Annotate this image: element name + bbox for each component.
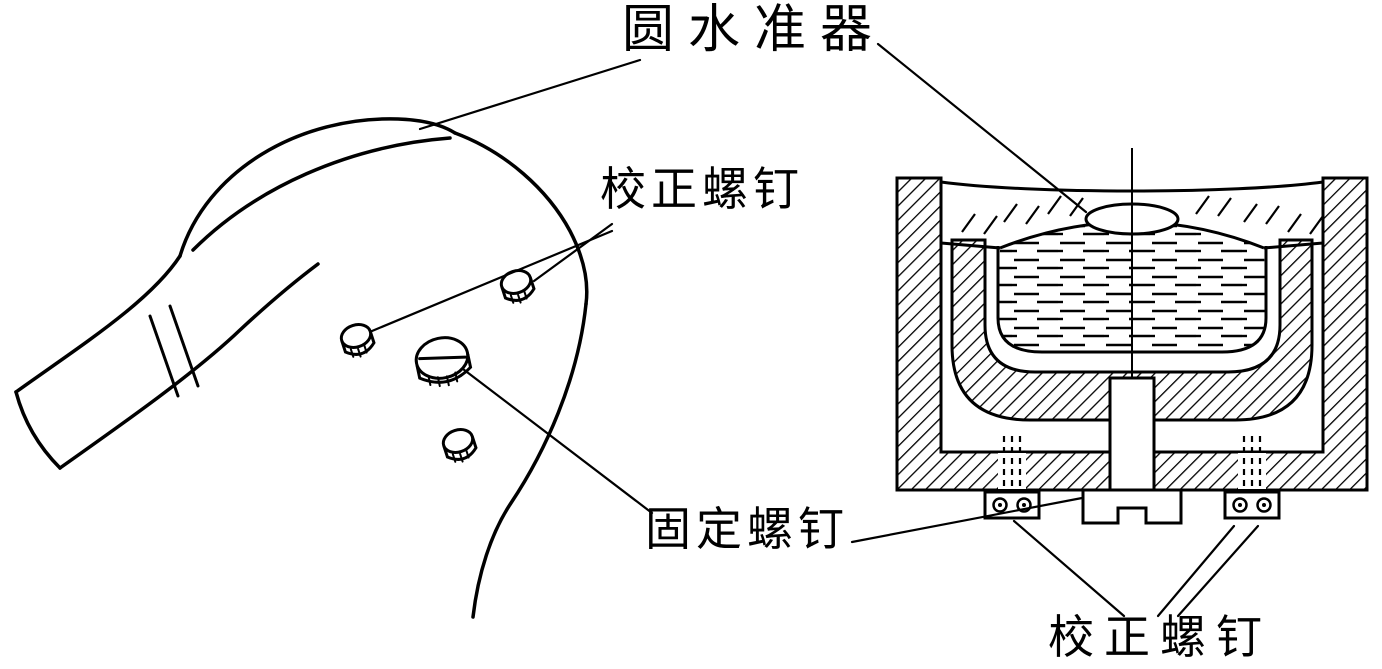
- leader-lines: [370, 42, 1260, 618]
- leader-bottom-to-left-screw: [1012, 519, 1126, 618]
- fixing-screw-section: [1081, 376, 1183, 525]
- strap-upper-edge: [14, 254, 182, 394]
- glass-marks: [961, 195, 1324, 235]
- adjust-screw-left-section: [983, 436, 1041, 520]
- dome-rim-inner: [191, 136, 452, 252]
- label-fixing-screw: 固定螺钉: [645, 502, 849, 556]
- adjust-screw-a: [499, 269, 536, 304]
- leader-adjust-to-screw-b: [370, 229, 614, 333]
- fixing-screw-head: [1081, 488, 1183, 525]
- label-circular-level: 圆水准器: [622, 0, 887, 60]
- fixing-screw-perspective: [414, 336, 473, 388]
- leader-fixing-to-section: [850, 496, 1084, 544]
- dome-top-edge: [178, 117, 457, 258]
- leader-bottom-to-right-screw-2: [1176, 524, 1260, 618]
- label-adjust-screw-top: 校正螺钉: [600, 162, 804, 216]
- leader-title-to-perspective: [418, 58, 642, 131]
- label-adjust-screw-bottom: 校正螺钉: [1048, 610, 1272, 664]
- strap-lower-edge: [58, 262, 320, 470]
- strap-end-edge: [14, 390, 62, 470]
- inner-cup-hatched: [950, 238, 1314, 422]
- adjust-screw-right-section: [1223, 436, 1281, 520]
- cross-section-view: [895, 148, 1369, 525]
- adjust-screw-b: [339, 323, 376, 358]
- leader-bottom-to-right-screw-1: [1156, 524, 1236, 618]
- adjust-screw-d: [441, 428, 478, 463]
- perspective-view: [14, 117, 589, 619]
- screw-slot: [418, 355, 467, 361]
- column-curve: [471, 302, 588, 619]
- casing-hatched: [895, 176, 1369, 492]
- strap-tick-2: [168, 304, 200, 388]
- leader-title-to-bubble: [876, 42, 1088, 214]
- leader-fixing-to-perspective: [461, 367, 654, 515]
- dome-right-edge: [453, 131, 589, 306]
- strap-tick-1: [148, 314, 180, 398]
- leader-adjust-to-screw-a: [532, 222, 614, 283]
